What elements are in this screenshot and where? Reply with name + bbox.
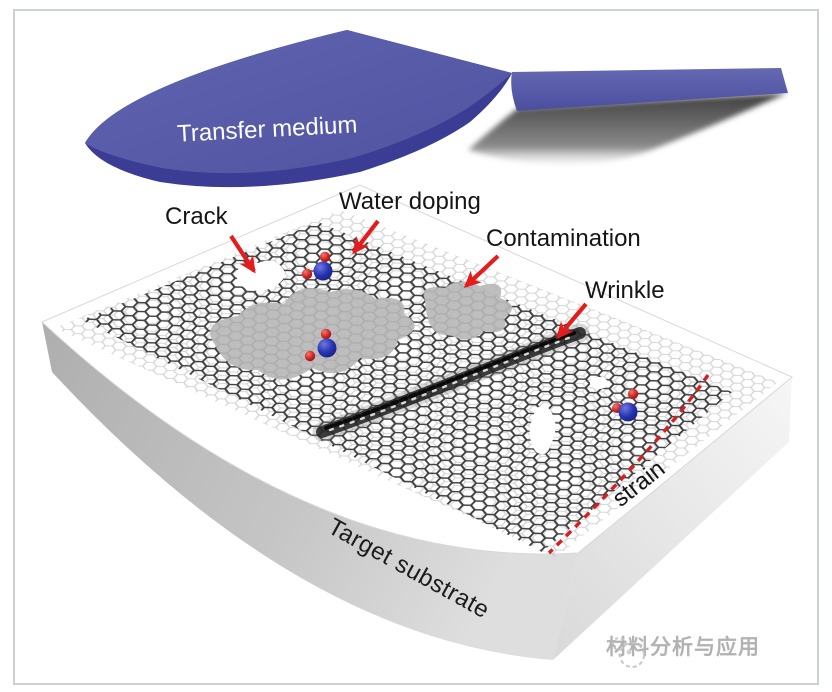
substrate-front-face [42, 322, 578, 660]
transfer-medium-sheet [85, 30, 788, 188]
transfer-medium-shadow [468, 93, 787, 165]
water-molecule-icon [304, 328, 337, 362]
contamination-patch [423, 281, 513, 340]
wrinkle-ridge [312, 323, 590, 442]
crack-holes [236, 260, 608, 455]
contamination-patch [209, 288, 415, 380]
graphene-sheet [82, 222, 732, 552]
contamination-arrow-icon [463, 254, 500, 289]
transfer-medium-right-flap [511, 68, 788, 111]
water-doping-label: Water doping [339, 188, 481, 215]
annotation-arrows [229, 219, 588, 340]
substrate-right-face [553, 377, 792, 660]
strain-dashed-line [547, 374, 710, 555]
water-molecule-icon [612, 388, 639, 422]
water-doping-arrow-icon [352, 219, 380, 255]
transfer-medium-left-top [85, 30, 512, 174]
contamination-label: Contamination [486, 225, 641, 252]
crack-arrow-icon [229, 234, 256, 274]
crack-hole [529, 406, 556, 455]
watermark-logo-icon [612, 637, 645, 668]
watermark: 材料分析与应用 [606, 631, 760, 668]
crack-label: Crack [165, 203, 228, 230]
contamination-patches [209, 281, 513, 380]
crack-hole [590, 377, 608, 389]
wrinkle-label: Wrinkle [585, 277, 665, 304]
water-molecule-icon [301, 251, 333, 281]
wrinkle-arrow-icon [556, 302, 588, 340]
